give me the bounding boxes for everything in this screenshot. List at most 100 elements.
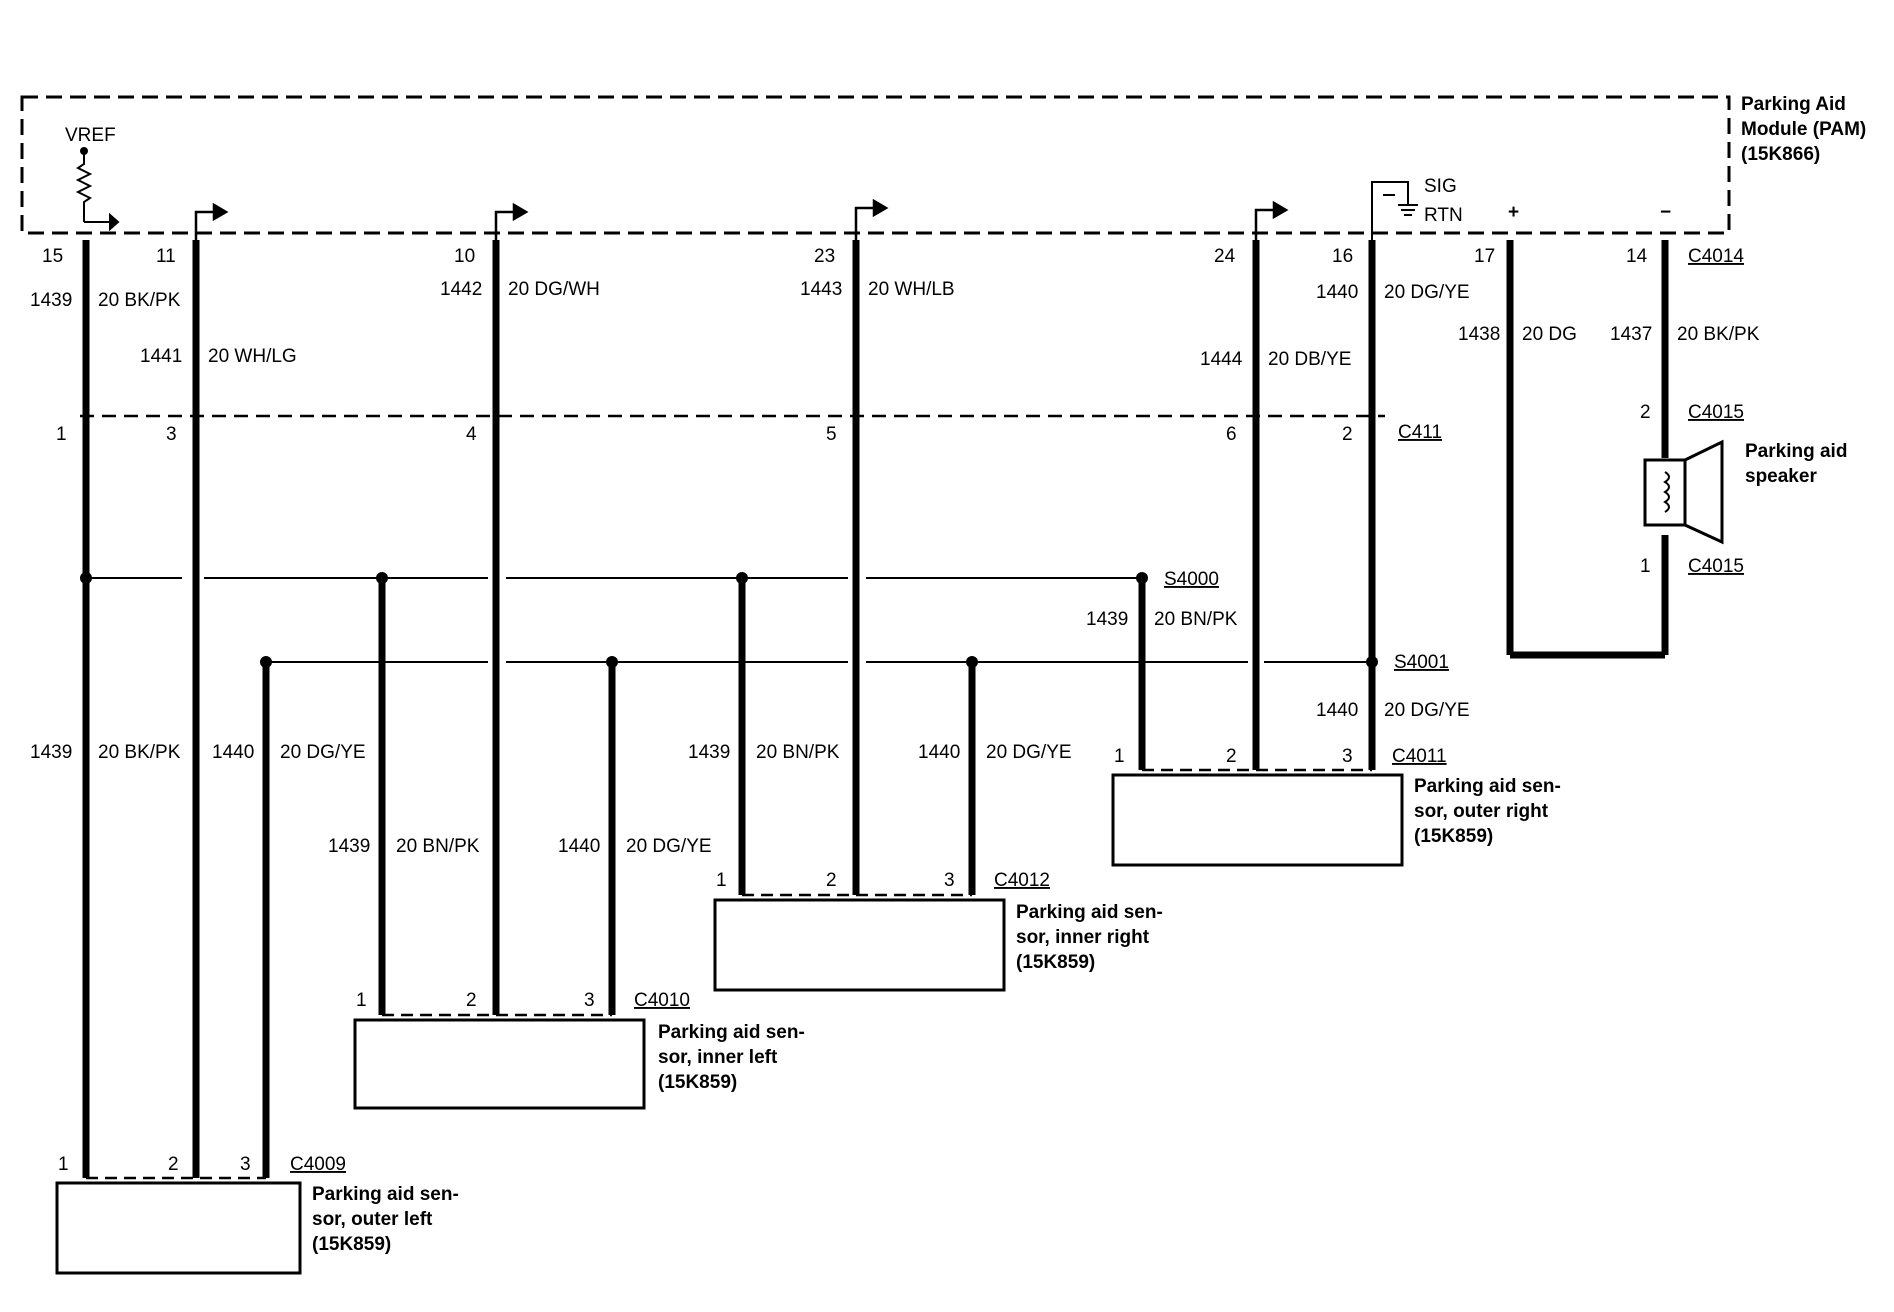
sensor-connectors	[86, 768, 1372, 1180]
color-1439-inner-left: 20 BN/PK	[396, 836, 480, 857]
vref-label: VREF	[65, 125, 116, 146]
c4010-connector: C4010	[634, 990, 690, 1011]
color-1441: 20 WH/LG	[208, 346, 297, 367]
color-1442: 20 DG/WH	[508, 279, 600, 300]
speaker-pin-top: 2	[1640, 402, 1651, 423]
color-1440-outer-right: 20 DG/YE	[1384, 700, 1470, 721]
color-1437: 20 BK/PK	[1677, 324, 1760, 345]
color-1440-outer-left: 20 DG/YE	[280, 742, 366, 763]
color-1439-outer-right: 20 BN/PK	[1154, 609, 1238, 630]
circuit-1439-inner-right: 1439	[688, 742, 730, 763]
c4011-pin-3: 3	[1342, 746, 1353, 767]
c4009-pin-2: 2	[168, 1154, 179, 1175]
circuit-1443: 1443	[800, 279, 842, 300]
sensor-box-outer-right	[1111, 773, 1404, 867]
pam-module-outline	[20, 95, 1731, 235]
c4010-pin-1: 1	[356, 990, 367, 1011]
pam-pin-23: 23	[814, 246, 835, 267]
color-1438: 20 DG	[1522, 324, 1577, 345]
c4009-pin-3: 3	[240, 1154, 251, 1175]
sensor-outer-right-line-3: (15K859)	[1414, 826, 1493, 847]
circuit-1442: 1442	[440, 279, 482, 300]
sensor-inner-left-line-2: sor, inner left	[658, 1047, 778, 1068]
sig-rtn-ground-icon	[1371, 181, 1418, 240]
circuit-1441: 1441	[140, 346, 182, 367]
color-1439-top: 20 BK/PK	[98, 290, 181, 311]
rtn-label: RTN	[1424, 205, 1463, 226]
pam-pin-24: 24	[1214, 246, 1236, 267]
pam-title-line-3: (15K866)	[1741, 144, 1820, 165]
circuit-1440-outer-left: 1440	[212, 742, 254, 763]
pam-pin-10: 10	[454, 246, 475, 267]
speaker-connector-bottom: C4015	[1688, 556, 1744, 577]
c4009-connector: C4009	[290, 1154, 346, 1175]
splice-s4001: S4001	[1394, 652, 1449, 673]
speaker-name-line-1: Parking aid	[1745, 441, 1847, 462]
splice-s4000: S4000	[1164, 569, 1219, 590]
splice-lines	[92, 577, 1372, 663]
c4012-pin-2: 2	[826, 870, 837, 891]
circuit-1440-inner-left: 1440	[558, 836, 600, 857]
color-1440-inner-left: 20 DG/YE	[626, 836, 712, 857]
sensor-box-outer-left	[55, 1181, 302, 1275]
c411-pin-6: 6	[1226, 424, 1237, 445]
circuit-1439-top: 1439	[30, 290, 72, 311]
c411-pin-2: 2	[1342, 424, 1353, 445]
sensor-outer-left-line-2: sor, outer left	[312, 1209, 433, 1230]
pam-pin-17: 17	[1474, 246, 1495, 267]
sensor-inner-right-line-2: sor, inner right	[1016, 927, 1150, 948]
sensor-box-inner-left	[353, 1018, 646, 1110]
c411-pin-5: 5	[826, 424, 837, 445]
sensor-outer-left-line-1: Parking aid sen-	[312, 1184, 459, 1205]
sensor-box-inner-right	[713, 898, 1006, 992]
circuit-1444: 1444	[1200, 349, 1243, 370]
vref-resistor	[75, 147, 120, 232]
sensor-outer-right-line-2: sor, outer right	[1414, 801, 1549, 822]
pam-title-line-1: Parking Aid	[1741, 94, 1846, 115]
circuit-1439-outer-right: 1439	[1086, 609, 1128, 630]
sig-label: SIG	[1424, 176, 1457, 197]
c4011-pin-2: 2	[1226, 746, 1237, 767]
sensor-outer-left-line-3: (15K859)	[312, 1234, 391, 1255]
sensor-inner-left-line-1: Parking aid sen-	[658, 1022, 805, 1043]
color-1439-outer-left: 20 BK/PK	[98, 742, 181, 763]
pin-flags	[194, 198, 1289, 240]
c411-pin-1: 1	[56, 424, 67, 445]
c411-pin-4: 4	[466, 424, 477, 445]
color-1439-inner-right: 20 BN/PK	[756, 742, 840, 763]
circuit-1440-inner-right: 1440	[918, 742, 960, 763]
c4012-pin-3: 3	[944, 870, 955, 891]
c4011-connector: C4011	[1392, 746, 1447, 767]
c411-label: C411	[1398, 422, 1442, 443]
sensor-inner-right-line-3: (15K859)	[1016, 952, 1095, 973]
c4010-pin-3: 3	[584, 990, 595, 1011]
c4014-connector: C4014	[1688, 246, 1744, 267]
c4010-pin-2: 2	[466, 990, 477, 1011]
pam-pin-11: 11	[156, 246, 176, 267]
speaker-connector-top: C4015	[1688, 402, 1744, 423]
c411-pin-3: 3	[166, 424, 177, 445]
circuit-1440-outer-right: 1440	[1316, 700, 1358, 721]
wires	[82, 240, 1669, 1178]
plus-label: +	[1508, 202, 1519, 223]
c4012-pin-1: 1	[716, 870, 727, 891]
splice-dots	[80, 572, 1378, 668]
circuit-1439-outer-left: 1439	[30, 742, 72, 763]
color-1440-inner-right: 20 DG/YE	[986, 742, 1072, 763]
pam-pin-15: 15	[42, 246, 63, 267]
sensor-outer-right-line-1: Parking aid sen-	[1414, 776, 1561, 797]
circuit-1437: 1437	[1610, 324, 1652, 345]
color-1443: 20 WH/LB	[868, 279, 955, 300]
c4011-pin-1: 1	[1114, 746, 1125, 767]
color-1440-top: 20 DG/YE	[1384, 282, 1470, 303]
pam-title-line-2: Module (PAM)	[1741, 119, 1866, 140]
pam-pin-14: 14	[1626, 246, 1648, 267]
c4009-pin-1: 1	[58, 1154, 69, 1175]
pam-pin-16: 16	[1332, 246, 1353, 267]
color-1444: 20 DB/YE	[1268, 349, 1351, 370]
speaker-icon	[1643, 439, 1724, 545]
sensor-inner-right-line-1: Parking aid sen-	[1016, 902, 1163, 923]
speaker-pin-bottom: 1	[1640, 556, 1651, 577]
speaker-name-line-2: speaker	[1745, 466, 1817, 487]
